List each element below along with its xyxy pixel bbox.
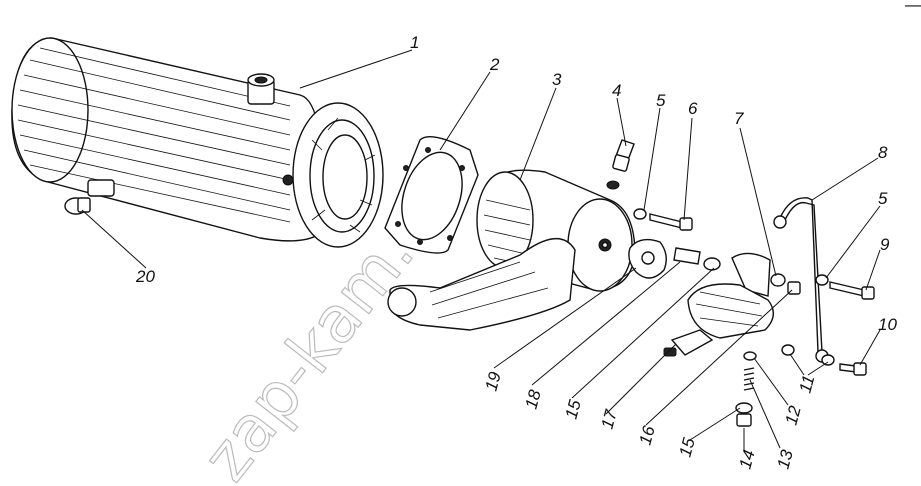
bolt-6 [649,213,693,231]
gasket [384,136,479,254]
callout-3: 3 [552,70,562,89]
drain-plug [64,197,91,215]
washer-15-upper [703,257,721,271]
glow-plug [606,139,635,190]
leader-lines [81,49,881,450]
callout-10: 10 [878,315,897,334]
callout-16: 16 [636,423,659,447]
callout-20: 20 [135,267,155,286]
valve-set [735,351,757,427]
callout-12: 12 [782,403,805,427]
callout-5b: 5 [878,189,888,208]
callout-15b: 15 [562,397,585,421]
callout-6: 6 [688,99,698,118]
washers-11 [781,344,835,366]
washer-upper [633,208,647,220]
callout-labels: 1 2 3 4 5 6 7 8 5 9 10 11 12 13 14 15 16… [135,33,897,471]
callout-7: 7 [734,109,744,128]
heater-body [387,169,636,331]
tank-cylinder [11,37,384,248]
callout-8: 8 [878,143,888,162]
callout-4: 4 [612,81,621,100]
callout-9: 9 [880,235,890,254]
washer-7 [770,273,786,287]
flange-gasket [628,238,667,279]
bolt-10 [839,362,867,376]
corner-mark: — [904,0,921,14]
callout-2: 2 [489,55,500,74]
callout-14: 14 [736,448,759,471]
callout-1: 1 [410,33,419,52]
callout-13: 13 [774,447,797,471]
callout-19: 19 [482,369,505,393]
fuel-pump-assembly [663,252,774,357]
washer-lower [815,274,829,286]
callout-11: 11 [796,373,819,395]
bolt-9 [829,281,875,300]
fitting [673,247,701,265]
callout-5a: 5 [656,91,666,110]
callout-18: 18 [522,387,545,411]
callout-17: 17 [598,407,621,431]
callout-15a: 15 [676,435,699,459]
